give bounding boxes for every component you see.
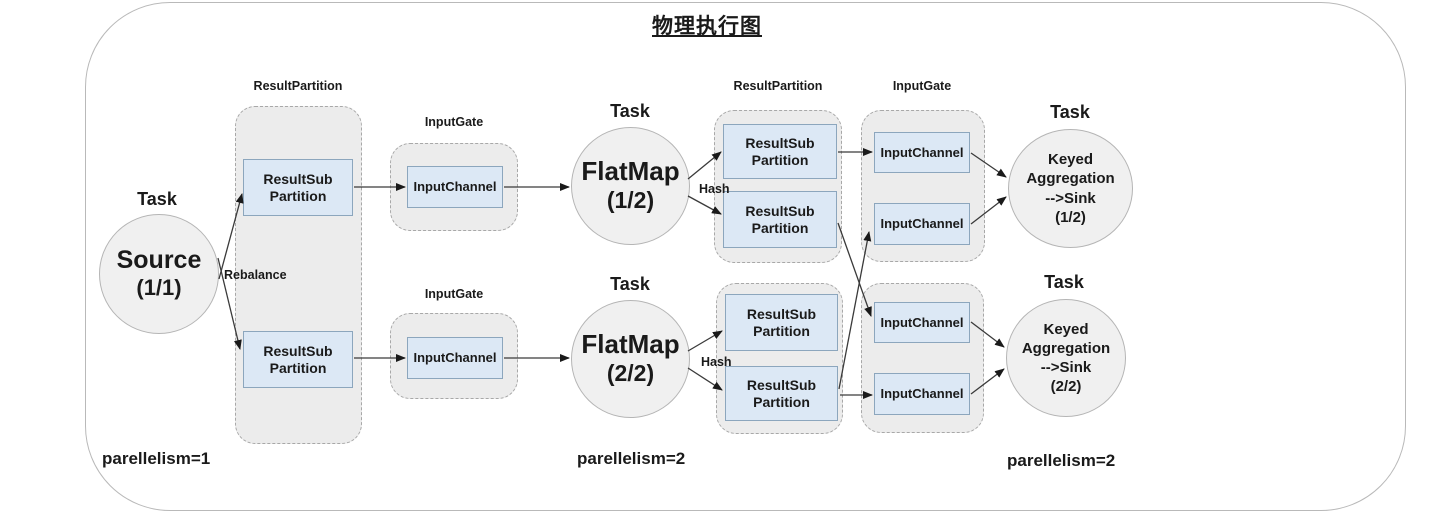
result-partition-label-2: ResultPartition: [733, 79, 823, 93]
parallelism-note-flatmap: parellelism=2: [577, 449, 686, 468]
input-gate-label-2: InputGate: [424, 287, 484, 301]
flatmap-1-name: FlatMap: [581, 156, 680, 187]
rebalance-label: Rebalance: [224, 268, 287, 282]
task-label-flatmap-2: Task: [610, 274, 650, 294]
parallelism-note-source: parellelism=1: [102, 449, 211, 468]
source-node: Source (1/1): [99, 214, 219, 334]
task-label-keyed-1: Task: [1050, 102, 1090, 122]
keyed-agg-sink-node-2: Keyed Aggregation -->Sink (2/2): [1006, 299, 1126, 417]
keyed-2-name: Keyed Aggregation: [1021, 320, 1111, 357]
result-sub-partition-box: ResultSub Partition: [725, 366, 838, 421]
flatmap-2-index: (2/2): [606, 359, 655, 386]
keyed-1-index: (1/2): [1055, 208, 1086, 226]
parallelism-note-sink: parellelism=2: [1007, 451, 1116, 470]
input-gate-label-3: InputGate: [892, 79, 952, 93]
keyed-2-arrow-text: -->Sink: [1040, 359, 1092, 376]
result-sub-partition-box: ResultSub Partition: [243, 331, 353, 388]
hash-label-1: Hash: [699, 182, 730, 196]
source-node-index: (1/1): [136, 275, 182, 301]
flatmap-node-1: FlatMap (1/2): [571, 127, 690, 245]
task-label-keyed-2: Task: [1044, 272, 1084, 292]
result-sub-partition-box: ResultSub Partition: [243, 159, 353, 216]
keyed-2-index: (2/2): [1050, 378, 1082, 396]
keyed-1-arrow-text: -->Sink: [1045, 189, 1096, 207]
input-channel-box: InputChannel: [407, 166, 503, 208]
source-node-name: Source: [116, 246, 202, 275]
result-partition-label-1: ResultPartition: [253, 79, 343, 93]
task-label-flatmap-1: Task: [610, 101, 650, 121]
flatmap-node-2: FlatMap (2/2): [571, 300, 690, 418]
page-title: 物理执行图: [652, 15, 762, 38]
flatmap-1-index: (1/2): [606, 186, 655, 213]
input-channel-box: InputChannel: [407, 337, 503, 379]
input-channel-box: InputChannel: [874, 203, 970, 245]
input-channel-box: InputChannel: [874, 302, 970, 343]
task-label-source: Task: [137, 189, 177, 209]
flatmap-2-name: FlatMap: [581, 329, 680, 360]
hash-label-2: Hash: [701, 355, 732, 369]
result-sub-partition-box: ResultSub Partition: [723, 191, 837, 248]
input-gate-label-1: InputGate: [424, 115, 484, 129]
result-sub-partition-box: ResultSub Partition: [725, 294, 838, 351]
result-sub-partition-box: ResultSub Partition: [723, 124, 837, 179]
keyed-agg-sink-node-1: Keyed Aggregation -->Sink (1/2): [1008, 129, 1133, 248]
keyed-1-name: Keyed Aggregation: [1026, 151, 1115, 188]
input-channel-box: InputChannel: [874, 373, 970, 415]
input-channel-box: InputChannel: [874, 132, 970, 173]
